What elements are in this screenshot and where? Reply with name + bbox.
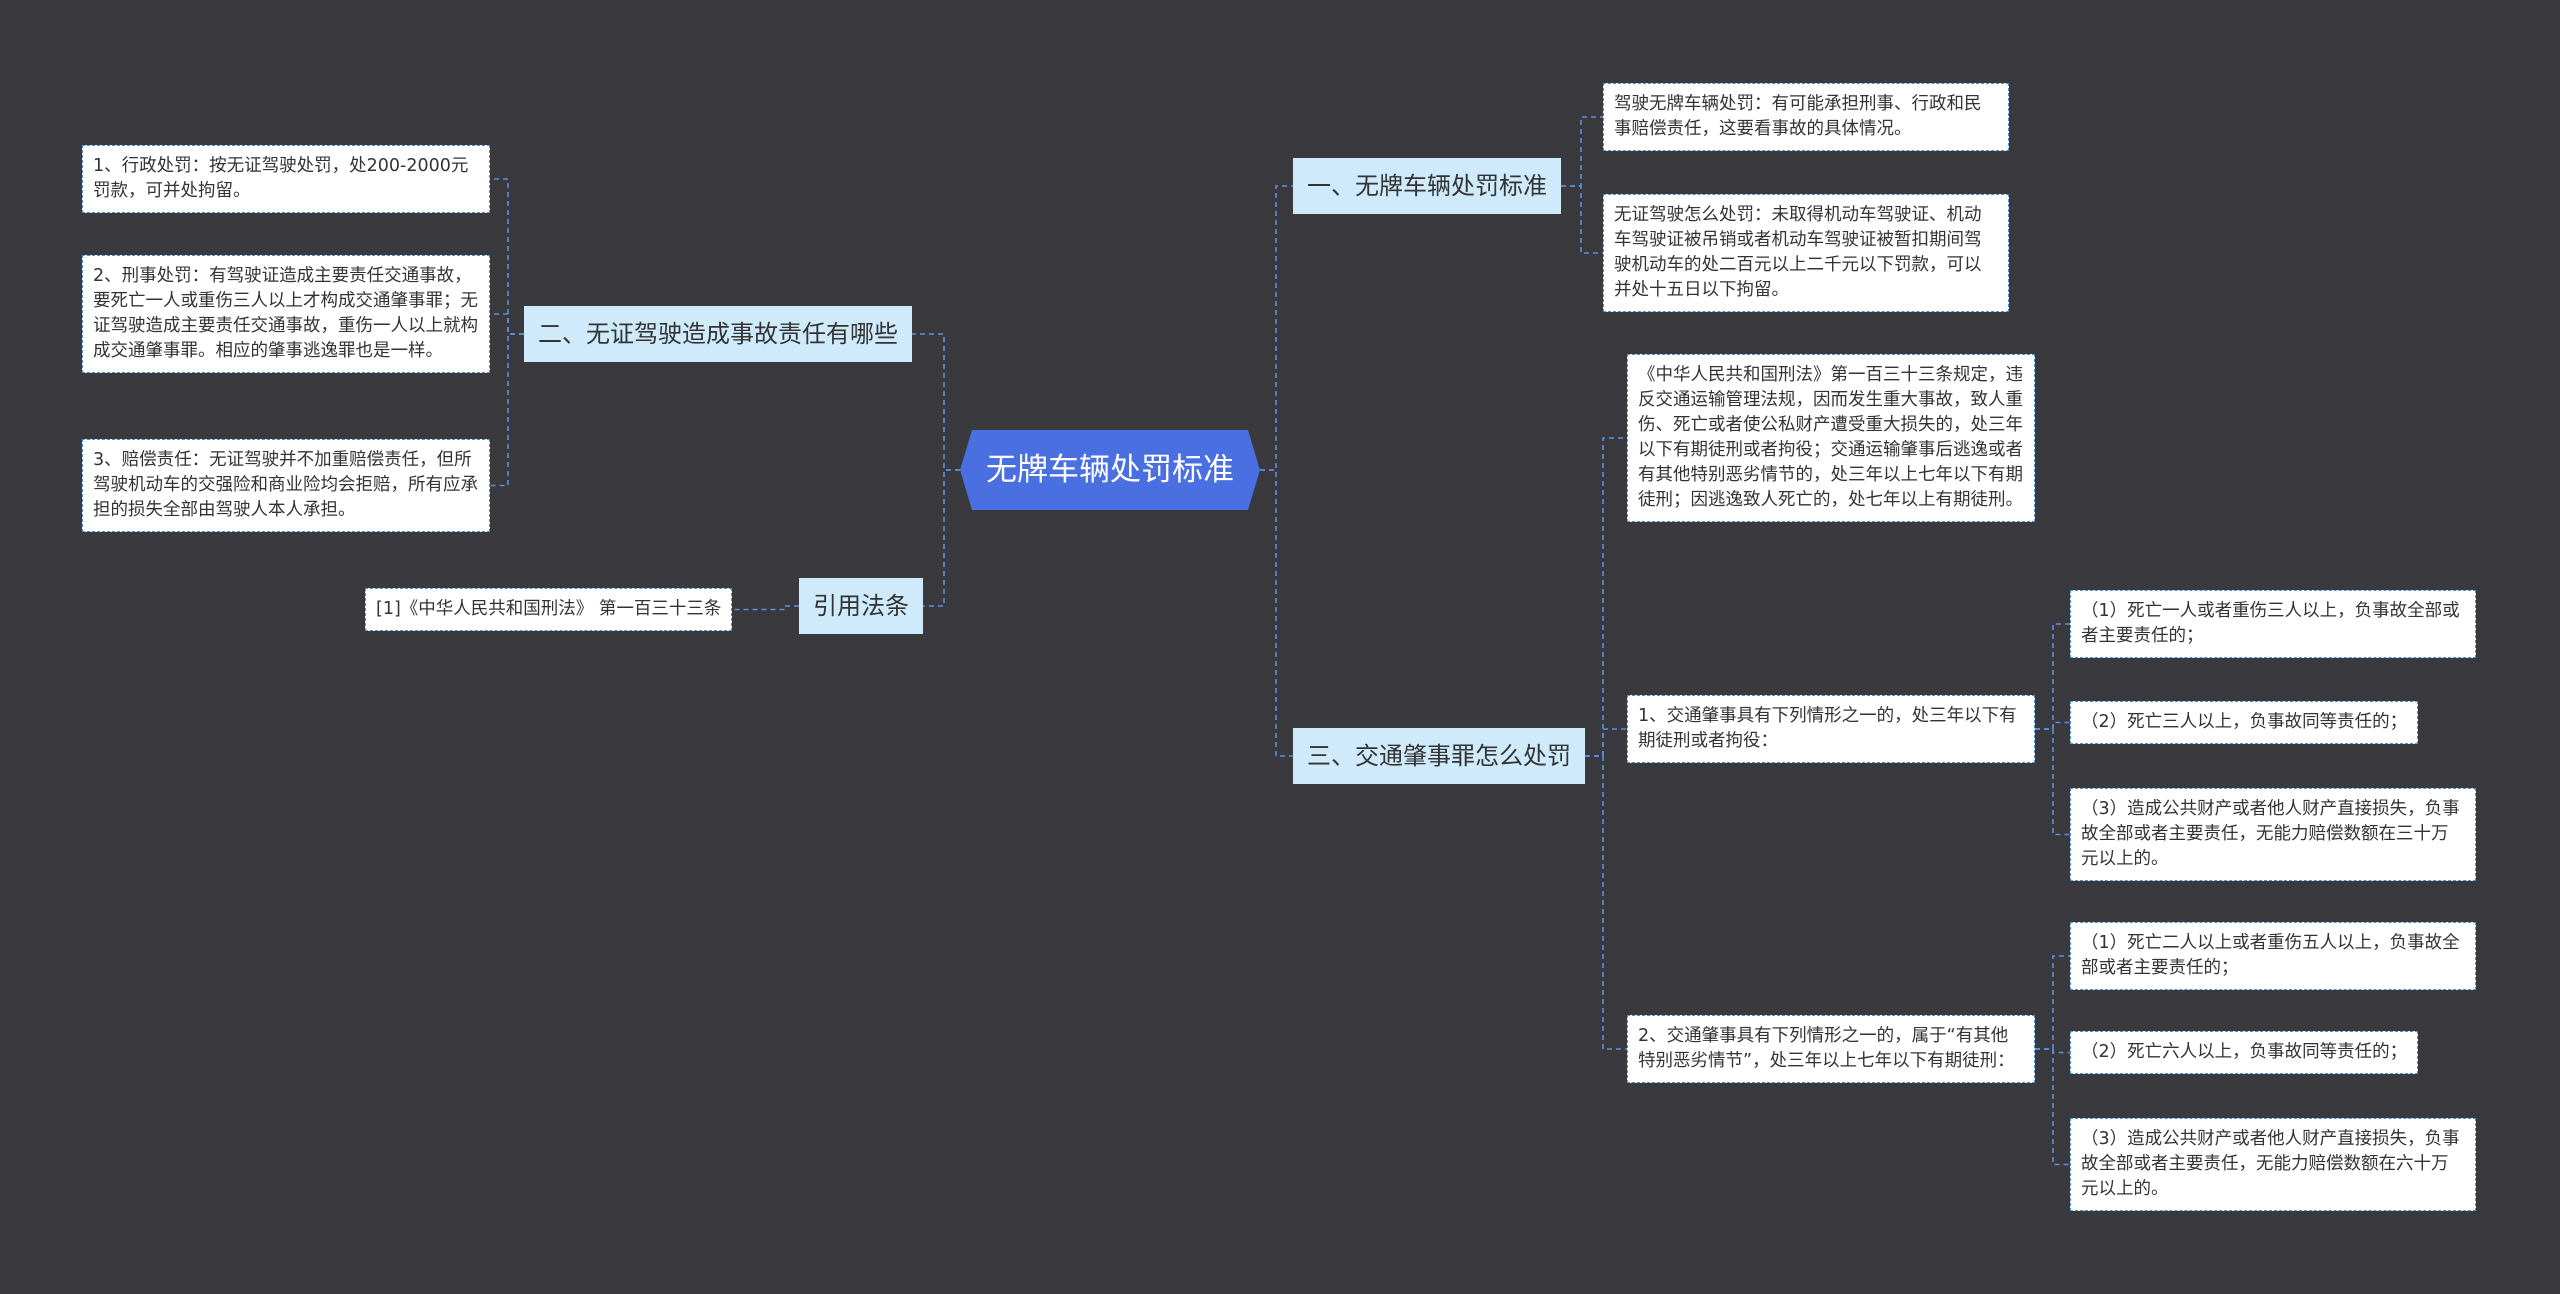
connector-root-b1 — [1260, 185, 1293, 471]
connector-root-b4 — [923, 469, 960, 607]
leaf-compensation-liability[interactable]: 3、赔偿责任：无证驾驶并不加重赔偿责任，但所驾驶机动车的交强险和商业险均会拒赔，… — [82, 439, 490, 532]
connector-sub2-item1 — [2035, 955, 2070, 1050]
branch-no-plate-penalty[interactable]: 一、无牌车辆处罚标准 — [1293, 158, 1561, 214]
connector-sub1-item2 — [2035, 721, 2070, 730]
branch-cited-law[interactable]: 引用法条 — [799, 578, 923, 634]
connector-root-b2 — [912, 333, 960, 471]
leaf-situation-two-item-2[interactable]: （2）死亡六人以上，负事故同等责任的； — [2070, 1031, 2419, 1074]
leaf-situation-one-item-3[interactable]: （3）造成公共财产或者他人财产直接损失，负事故全部或者主要责任，无能力赔偿数额在… — [2070, 788, 2476, 881]
root-topic[interactable]: 无牌车辆处罚标准 — [960, 430, 1260, 510]
connector-b1-leaf2 — [1561, 185, 1603, 254]
connector-b4-leaf1 — [732, 605, 799, 611]
connector-b2-leaf1 — [490, 178, 524, 335]
leaf-situation-two-item-3[interactable]: （3）造成公共财产或者他人财产直接损失，负事故全部或者主要责任，无能力赔偿数额在… — [2070, 1118, 2476, 1211]
leaf-no-license-penalty[interactable]: 无证驾驶怎么处罚：未取得机动车驾驶证、机动车驾驶证被吊销或者机动车驾驶证被暂扣期… — [1603, 194, 2009, 312]
branch-unlicensed-accident-liability[interactable]: 二、无证驾驶造成事故责任有哪些 — [524, 306, 912, 362]
connector-b1-leaf1 — [1561, 116, 1603, 187]
connector-sub1-item3 — [2035, 728, 2070, 836]
leaf-cited-criminal-law[interactable]: [1]《中华人民共和国刑法》 第一百三十三条 — [365, 588, 733, 631]
leaf-situation-one-item-2[interactable]: （2）死亡三人以上，负事故同等责任的； — [2070, 701, 2419, 744]
connector-b2-leaf3 — [490, 333, 524, 487]
leaf-situation-two-item-1[interactable]: （1）死亡二人以上或者重伤五人以上，负事故全部或者主要责任的； — [2070, 922, 2476, 990]
leaf-administrative-penalty[interactable]: 1、行政处罚：按无证驾驶处罚，处200-2000元罚款，可并处拘留。 — [82, 145, 490, 213]
leaf-criminal-penalty[interactable]: 2、刑事处罚：有驾驶证造成主要责任交通事故，要死亡一人或重伤三人以上才构成交通肇… — [82, 255, 490, 373]
connector-root-b3 — [1260, 469, 1293, 757]
connector-b2-leaf2 — [490, 313, 524, 335]
connector-sub2-item3 — [2035, 1048, 2070, 1166]
connector-b3-sub2 — [1585, 755, 1627, 1050]
leaf-situation-one-item-1[interactable]: （1）死亡一人或者重伤三人以上，负事故全部或者主要责任的； — [2070, 590, 2476, 658]
connector-sub1-item1 — [2035, 623, 2070, 730]
connector-b3-sub1 — [1585, 728, 1627, 757]
leaf-situation-two[interactable]: 2、交通肇事具有下列情形之一的，属于“有其他特别恶劣情节”，处三年以上七年以下有… — [1627, 1015, 2035, 1083]
leaf-situation-one[interactable]: 1、交通肇事具有下列情形之一的，处三年以下有期徒刑或者拘役： — [1627, 695, 2035, 763]
leaf-criminal-law-article[interactable]: 《中华人民共和国刑法》第一百三十三条规定，违反交通运输管理法规，因而发生重大事故… — [1627, 354, 2035, 522]
connector-b3-law — [1585, 437, 1627, 757]
branch-traffic-crime-penalty[interactable]: 三、交通肇事罪怎么处罚 — [1293, 728, 1585, 784]
leaf-unlicensed-plate-penalty[interactable]: 驾驶无牌车辆处罚：有可能承担刑事、行政和民事赔偿责任，这要看事故的具体情况。 — [1603, 83, 2009, 151]
